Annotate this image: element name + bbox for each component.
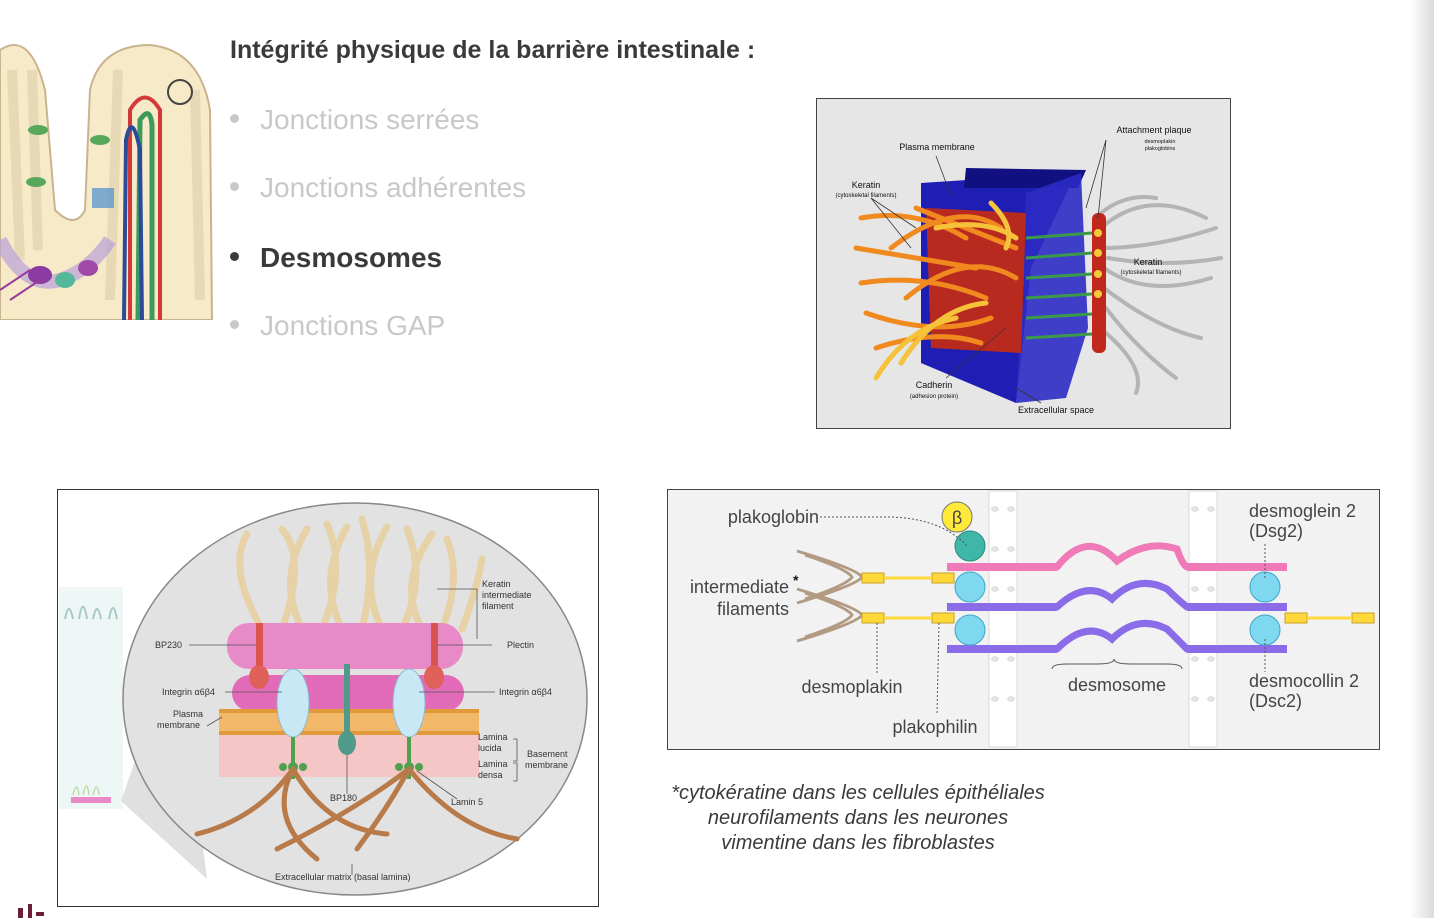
bullet-dot-icon — [230, 320, 239, 330]
bullet-item-jonctions-gap: Jonctions GAP — [230, 310, 445, 342]
label-extracellular-space: Extracellular space — [1018, 405, 1094, 415]
label-lucida-2: lucida — [478, 743, 502, 753]
label-ecm: Extracellular matrix (basal lamina) — [275, 872, 411, 882]
label-intermediate-2: filaments — [717, 599, 789, 619]
label-desmocollin-2: (Dsc2) — [1249, 691, 1302, 711]
label-keratin-3: filament — [482, 601, 514, 611]
bullet-label: Jonctions serrées — [260, 104, 480, 135]
bullet-dot-icon — [230, 252, 239, 262]
label-lamin5: Lamin 5 — [451, 797, 483, 807]
label-integrin-left: Integrin α6β4 — [162, 687, 215, 697]
label-densa-2: densa — [478, 770, 503, 780]
bullet-label: Desmosomes — [260, 242, 443, 273]
label-plectin: Plectin — [507, 640, 534, 650]
label-keratin-left-sub: (cytoskeletal filaments) — [835, 193, 896, 199]
bullet-dot-icon — [230, 114, 239, 124]
label-bp180: BP180 — [330, 793, 357, 803]
label-cadherin-sub: (adhesion protein) — [910, 394, 958, 400]
label-basement-1: Basement — [527, 749, 568, 759]
label-plasma-membrane: Plasma membrane — [899, 142, 975, 152]
footnote: *cytokératine dans les cellules épithéli… — [630, 781, 1086, 856]
footnote-line-3: vimentine dans les fibroblastes — [721, 832, 995, 854]
label-desmoglein-2: (Dsg2) — [1249, 521, 1303, 541]
desmosome-schema-figure: plakoglobin β intermediate filaments * d… — [667, 489, 1381, 751]
label-desmocollin-1: desmocollin 2 — [1249, 671, 1359, 691]
label-keratin-left: Keratin — [852, 180, 881, 190]
label-asterisk: * — [793, 572, 799, 588]
label-keratin-right: Keratin — [1134, 257, 1163, 267]
label-desmoglein-1: desmoglein 2 — [1249, 501, 1356, 521]
bullet-item-desmosomes: Desmosomes — [230, 242, 442, 274]
slide-title: Intégrité physique de la barrière intest… — [230, 36, 756, 64]
label-keratin-right-sub: (cytoskeletal filaments) — [1120, 270, 1181, 276]
label-desmosome: desmosome — [1068, 675, 1166, 695]
slide-edge-shadow — [1410, 0, 1434, 918]
label-lucida-1: Lamina — [478, 732, 508, 742]
intestinal-villus-illustration — [0, 30, 215, 321]
label-plasma-2: membrane — [157, 720, 200, 730]
label-attachment-desmoplakin: desmoplakin — [1145, 139, 1176, 145]
label-beta: β — [952, 508, 962, 528]
footnote-line-2: neurofilaments dans les neurones — [707, 807, 1009, 829]
label-keratin-2: intermediate — [482, 590, 532, 600]
bullet-dot-icon — [230, 182, 239, 192]
label-basement-2: membrane — [525, 760, 568, 770]
label-desmoplakin: desmoplakin — [801, 677, 902, 697]
bullet-item-jonctions-serrees: Jonctions serrées — [230, 104, 479, 136]
hemidesmosome-figure: Keratin intermediate filament BP230 Plec… — [57, 489, 599, 907]
bullet-item-jonctions-adherentes: Jonctions adhérentes — [230, 172, 526, 204]
bullet-label: Jonctions GAP — [260, 310, 446, 341]
label-cadherin: Cadherin — [916, 380, 953, 390]
label-integrin-right: Integrin α6β4 — [499, 687, 552, 697]
label-attachment-plaque: Attachment plaque — [1116, 125, 1191, 135]
label-keratin-1: Keratin — [482, 579, 511, 589]
logo-fragment — [18, 904, 48, 923]
label-intermediate-1: intermediate — [690, 577, 789, 597]
label-plakophilin: plakophilin — [892, 717, 977, 737]
label-attachment-plakoglobins: plakoglobins — [1145, 146, 1176, 152]
bullet-label: Jonctions adhérentes — [260, 172, 527, 203]
label-bp230: BP230 — [155, 640, 182, 650]
label-densa-1: Lamina — [478, 759, 508, 769]
desmosome-3d-figure: Plasma membrane Attachment plaque desmop… — [816, 98, 1231, 429]
footnote-line-1: *cytokératine dans les cellules épithéli… — [671, 782, 1045, 804]
label-plakoglobin: plakoglobin — [728, 507, 819, 527]
label-plasma-1: Plasma — [173, 709, 203, 719]
